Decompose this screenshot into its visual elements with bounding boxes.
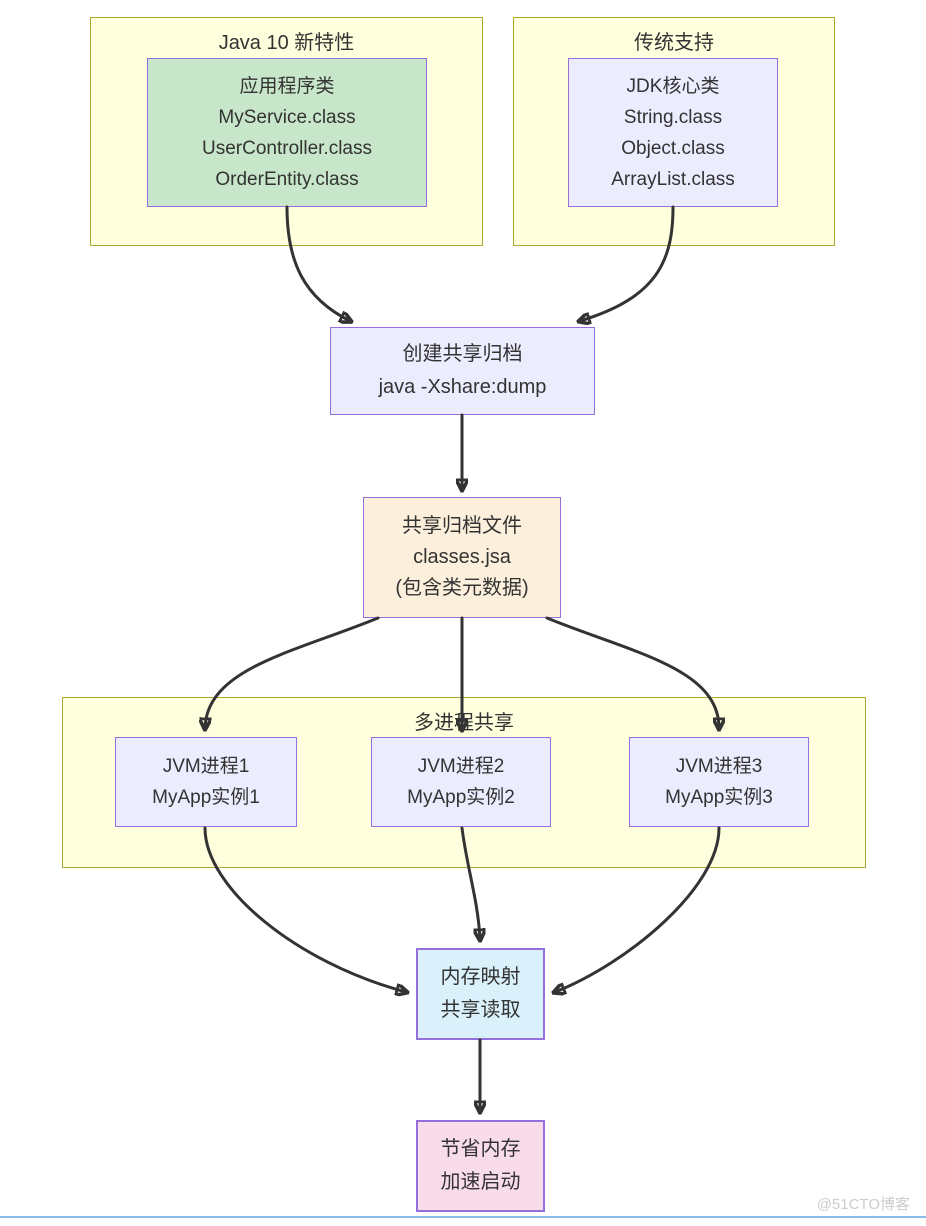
node-line: 共享读取 <box>440 999 521 1021</box>
node-line: 共享归档文件 <box>402 515 522 537</box>
node-line: classes.jsa <box>413 546 511 568</box>
node-line: java -Xshare:dump <box>378 376 547 398</box>
group-traditional-title: 传统支持 <box>634 32 714 54</box>
node-create-archive: 创建共享归档 java -Xshare:dump <box>330 327 595 415</box>
node-line: JVM进程3 <box>675 756 763 777</box>
node-app-classes: 应用程序类 MyService.class UserController.cla… <box>147 58 427 207</box>
node-line: 创建共享归档 <box>402 343 523 365</box>
node-line: MyApp实例2 <box>407 787 515 808</box>
bottom-divider <box>0 1216 926 1218</box>
node-line: MyApp实例1 <box>152 787 260 808</box>
node-line: JVM进程2 <box>417 756 505 777</box>
node-benefit: 节省内存 加速启动 <box>416 1120 545 1212</box>
node-jvm-process-1: JVM进程1 MyApp实例1 <box>115 737 297 827</box>
node-line: 内存映射 <box>440 966 521 988</box>
group-multiprocess-title: 多进程共享 <box>414 712 514 734</box>
node-archive-file: 共享归档文件 classes.jsa (包含类元数据) <box>363 497 561 618</box>
node-line: MyService.class <box>218 106 356 128</box>
node-line: JDK核心类 <box>626 75 720 97</box>
group-java10-title: Java 10 新特性 <box>218 32 355 54</box>
node-line: String.class <box>623 106 723 128</box>
node-line: JVM进程1 <box>162 756 250 777</box>
node-jvm-process-3: JVM进程3 MyApp实例3 <box>629 737 809 827</box>
node-line: ArrayList.class <box>611 168 735 190</box>
node-line: MyApp实例3 <box>665 787 773 808</box>
node-line: (包含类元数据) <box>395 577 529 599</box>
node-jvm-process-2: JVM进程2 MyApp实例2 <box>371 737 551 827</box>
node-line: UserController.class <box>202 137 372 159</box>
node-line: Object.class <box>621 137 725 159</box>
node-line: 节省内存 <box>440 1138 521 1160</box>
node-jdk-classes: JDK核心类 String.class Object.class ArrayLi… <box>568 58 778 207</box>
node-line: OrderEntity.class <box>215 168 359 190</box>
node-line: 应用程序类 <box>239 75 335 97</box>
node-memory-map: 内存映射 共享读取 <box>416 948 545 1040</box>
node-line: 加速启动 <box>440 1171 521 1193</box>
watermark: @51CTO博客 <box>816 1196 910 1213</box>
